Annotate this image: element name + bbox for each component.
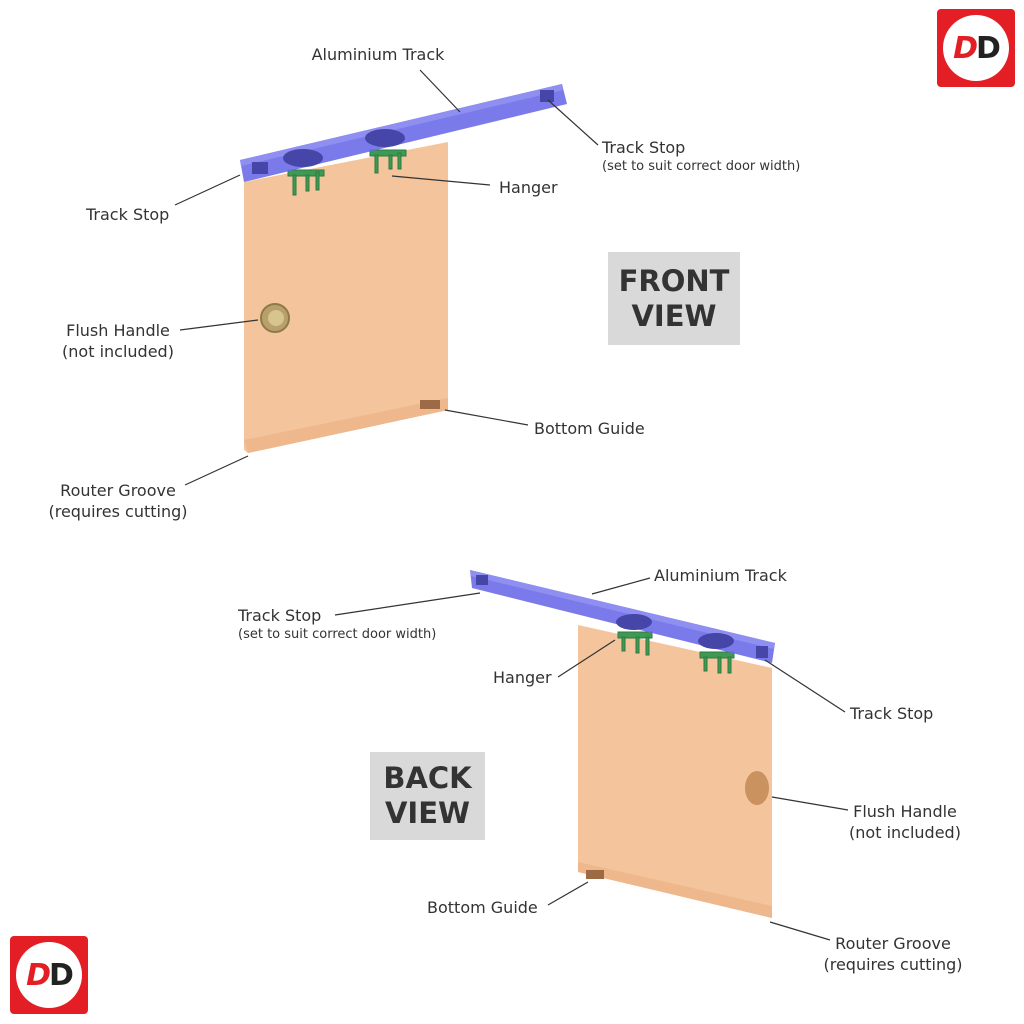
- back-view-badge: BACK VIEW: [370, 752, 485, 840]
- label-note: (not included): [849, 823, 961, 842]
- front-track-stop-left-label: Track Stop: [86, 205, 170, 224]
- front-track-stop-right-label: Track Stop (set to suit correct door wid…: [602, 137, 800, 175]
- front-aluminium-track-label: Aluminium Track: [311, 45, 445, 64]
- leader-lines: [174, 69, 849, 941]
- back-track-stop-left-label: Track Stop (set to suit correct door wid…: [238, 605, 436, 643]
- back-hanger-label: Hanger: [493, 668, 552, 687]
- label-title: Flush Handle: [66, 321, 170, 340]
- front-bottom-guide: [420, 400, 440, 409]
- view-line-2: VIEW: [384, 796, 471, 830]
- label-note: (set to suit correct door width): [602, 159, 801, 174]
- back-track-stop-right-label: Track Stop: [850, 704, 934, 723]
- front-aluminium-track: [240, 84, 567, 182]
- back-hangers: [617, 631, 735, 674]
- front-hanger-label: Hanger: [499, 178, 558, 197]
- label-note: (not included): [62, 342, 174, 361]
- back-bottom-guide: [586, 870, 604, 879]
- view-line-1: FRONT: [618, 263, 730, 298]
- label-title: Flush Handle: [853, 802, 957, 821]
- front-router-groove-label: Router Groove (requires cutting): [48, 480, 187, 522]
- label-title: Track Stop: [602, 138, 686, 157]
- label-note: (set to suit correct door width): [238, 627, 437, 642]
- back-aluminium-track-label: Aluminium Track: [654, 566, 787, 585]
- view-line-2: VIEW: [631, 298, 717, 333]
- front-flush-handle-label: Flush Handle (not included): [62, 320, 174, 362]
- back-flush-handle-label: Flush Handle (not included): [849, 801, 961, 843]
- label-note: (requires cutting): [48, 502, 188, 521]
- label-title: Router Groove: [60, 481, 176, 500]
- label-title: Track Stop: [238, 606, 322, 625]
- view-line-1: BACK: [383, 761, 472, 795]
- label-title: Router Groove: [835, 934, 951, 953]
- back-flush-handle-icon: [745, 771, 769, 805]
- back-door: [578, 625, 772, 918]
- back-router-groove-label: Router Groove (requires cutting): [823, 933, 962, 975]
- back-aluminium-track: [470, 570, 775, 663]
- front-bottom-guide-label: Bottom Guide: [534, 419, 645, 438]
- front-door: [244, 142, 448, 453]
- front-view-badge: FRONT VIEW: [608, 252, 740, 345]
- front-hangers: [287, 149, 407, 196]
- back-bottom-guide-label: Bottom Guide: [427, 898, 538, 917]
- label-note: (requires cutting): [823, 955, 963, 974]
